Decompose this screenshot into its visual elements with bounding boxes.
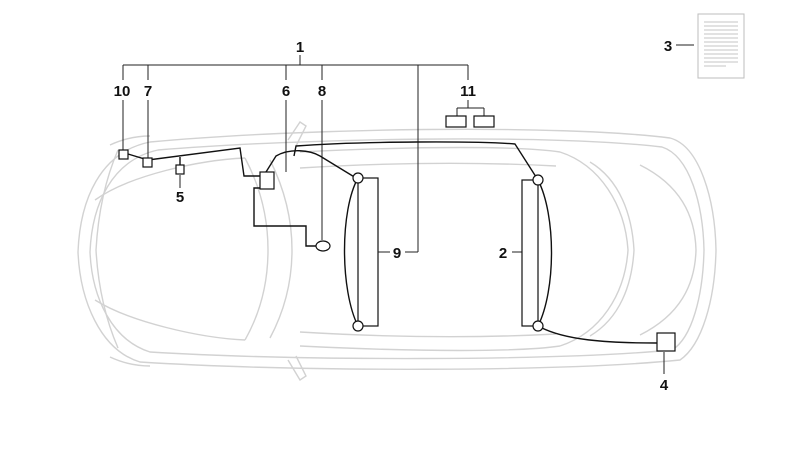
part-2-upper-connector [532,174,544,186]
wiring-harness [127,141,658,344]
callout-8: 8 [318,83,326,100]
part-2-lower-connector [532,320,544,332]
part-5-connector [175,164,185,175]
callout-5: 5 [176,189,184,206]
document-icon [697,13,745,79]
part-6-control-unit [259,171,275,190]
callout-10: 10 [114,83,131,100]
car-body-outline [77,121,717,381]
callout-leaders [122,44,694,374]
callout-4: 4 [660,377,669,394]
part-9-lower-connector [352,320,364,332]
part-4-module [656,332,676,352]
part-9-seat-strip [357,177,379,327]
callout-2: 2 [499,245,507,262]
part-11-connector-right [473,115,495,128]
parts [118,115,676,352]
part-10-connector [118,149,129,160]
callout-9: 9 [393,245,401,262]
callout-labels: 1 2 3 4 5 6 7 8 9 10 11 [114,38,673,394]
callout-11: 11 [460,83,476,100]
callout-6: 6 [282,83,290,100]
part-2-seat-strip [521,179,539,327]
callout-1-tree [122,55,469,253]
part-9-upper-connector [352,172,364,184]
callout-3: 3 [664,38,672,55]
part-8-sensor [315,240,331,252]
part-7-connector [142,157,153,168]
callout-7: 7 [144,83,152,100]
callout-1: 1 [296,39,304,56]
part-11-connector-left [445,115,467,128]
